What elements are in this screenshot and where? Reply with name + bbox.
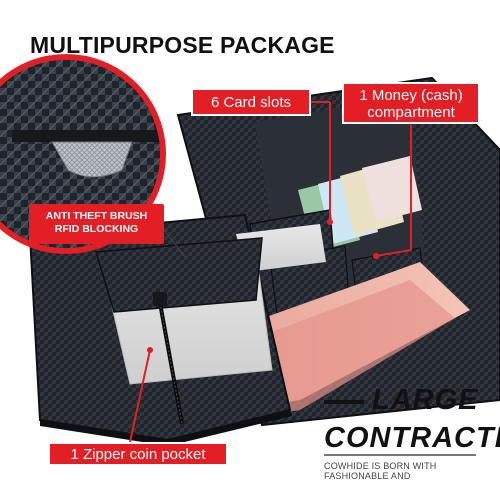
money-label-line1: 1 Money (cash)	[359, 87, 463, 104]
promo-large-text: LARGE	[372, 384, 479, 416]
rfid-label-line1: ANTI THEFT BRUSH	[45, 210, 148, 222]
money-label-line2: compartment	[367, 104, 455, 121]
money-compartment-callout: 1 Money (cash) compartment	[342, 82, 480, 124]
promo-accent-bar	[324, 400, 364, 404]
promo-divider	[324, 454, 476, 456]
page-title: MULTIPURPOSE PACKAGE	[30, 32, 335, 58]
zipper-pocket-callout: 1 Zipper coin pocket	[48, 442, 228, 466]
rfid-label-line2: RFID BLOCKING	[54, 223, 139, 235]
promo-subline: COWHIDE IS BORN WITH FASHIONABLE AND	[324, 461, 437, 481]
card-slots-label: 6 Card slots	[210, 93, 292, 111]
promo-contracted-text: CONTRACTED	[324, 422, 500, 454]
card-slots-callout: 6 Card slots	[191, 88, 311, 116]
zipper-pocket-label: 1 Zipper coin pocket	[70, 445, 206, 463]
rfid-callout: ANTI THEFT BRUSH RFID BLOCKING	[29, 204, 164, 244]
